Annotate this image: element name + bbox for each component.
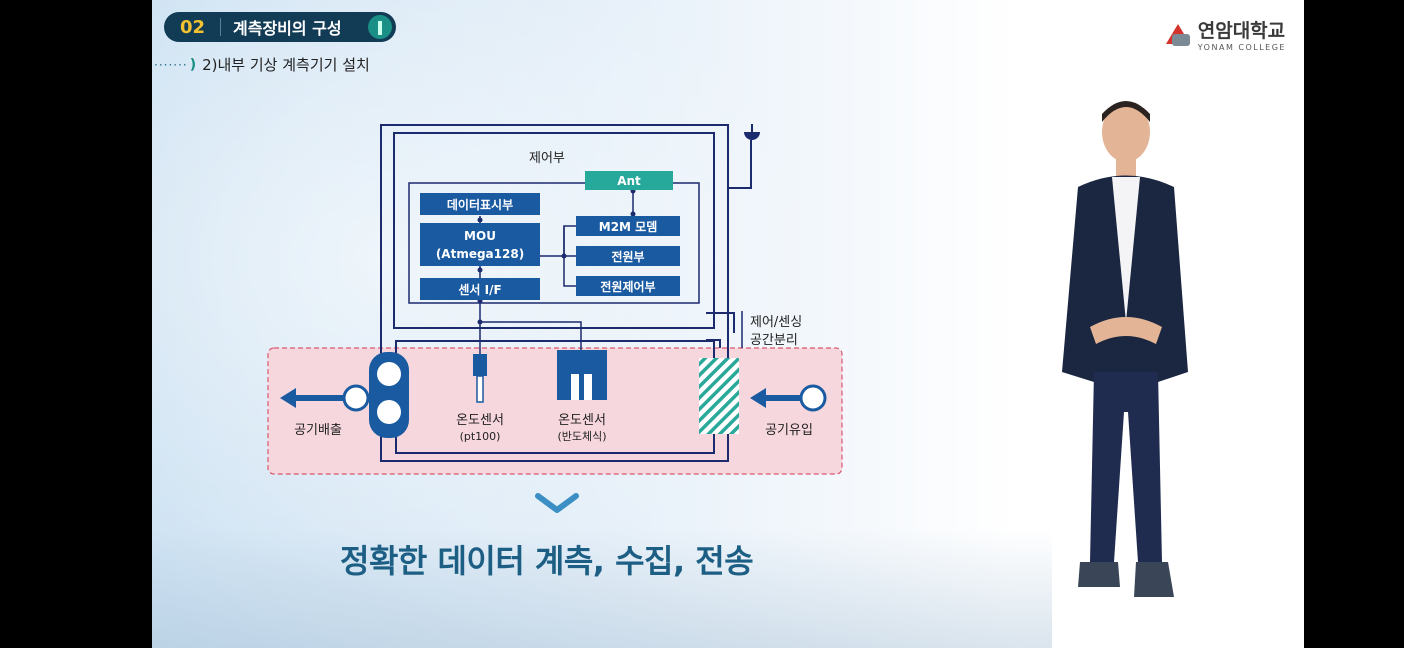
air-intake-label: 공기유입 (765, 423, 813, 438)
section-badge: 02 계측장비의 구성 (164, 12, 396, 42)
lecture-slide: 02 계측장비의 구성 ······· ) 2)내부 기상 계측기기 설치 연암… (152, 0, 1304, 648)
ant-box (585, 171, 673, 190)
antenna-icon (744, 124, 760, 140)
sensor-if-box (420, 278, 540, 300)
control-inner-box (408, 182, 700, 304)
separation-line2: 공간분리 (750, 333, 798, 348)
temp-sensor1-sub: (pt100) (460, 430, 501, 443)
power-unit-box (576, 246, 680, 266)
system-diagram: 제어부 Ant (264, 118, 864, 487)
intake-filter (699, 358, 739, 434)
logo-english: YONAM COLLEGE (1197, 43, 1286, 52)
power-unit-label: 전원부 (611, 249, 644, 264)
mou-line2: (Atmega128) (436, 247, 524, 261)
m2m-modem-label: M2M 모뎀 (599, 219, 658, 234)
separation-line1: 제어/센싱 (750, 315, 802, 330)
foliage-background (152, 528, 1052, 648)
m2m-modem-box (576, 216, 680, 236)
mou-box (420, 223, 540, 266)
headline: 정확한 데이터 계측, 수집, 전송 (340, 542, 754, 580)
mou-line1: MOU (464, 229, 496, 243)
section-divider (220, 18, 221, 36)
temp-sensor2-label: 온도센서 (558, 413, 606, 428)
signal-tower-icon (368, 15, 392, 39)
temp-sensor1-label: 온도센서 (456, 413, 504, 428)
sensor-if-label: 센서 I/F (458, 282, 501, 297)
wave-icon: ) (189, 56, 197, 73)
temp-sensor2-sub: (반도체식) (557, 430, 606, 443)
chevron-down-icon (535, 493, 579, 513)
presenter-figure (1062, 101, 1188, 597)
section-title: 계측장비의 구성 (233, 19, 342, 38)
semiconductor-sensor (557, 350, 607, 400)
power-control-label: 전원제어부 (600, 279, 655, 294)
data-display-box (420, 193, 540, 215)
air-exhaust-label: 공기배출 (294, 423, 342, 438)
connector-lines (479, 191, 634, 358)
slide-subtitle: 2)내부 기상 계측기기 설치 (202, 56, 370, 74)
pt100-probe (473, 354, 487, 376)
ant-label: Ant (617, 174, 641, 188)
sensing-zone (267, 347, 843, 475)
data-display-label: 데이터표시부 (447, 197, 513, 212)
logo-name: 연암대학교 (1197, 20, 1286, 42)
section-number: 02 (180, 16, 206, 38)
leader-dots: ······· (154, 57, 188, 72)
sky-background (152, 0, 912, 648)
subtitle-row: ······· ) 2)내부 기상 계측기기 설치 (154, 54, 370, 75)
arrow-left-icon (280, 384, 370, 412)
control-unit-label: 제어부 (529, 151, 565, 166)
logo-mark-icon (1164, 20, 1192, 48)
arrow-left-icon (750, 384, 827, 412)
college-logo: 연암대학교 YONAM COLLEGE (1164, 16, 1286, 52)
power-control-box (576, 276, 680, 296)
